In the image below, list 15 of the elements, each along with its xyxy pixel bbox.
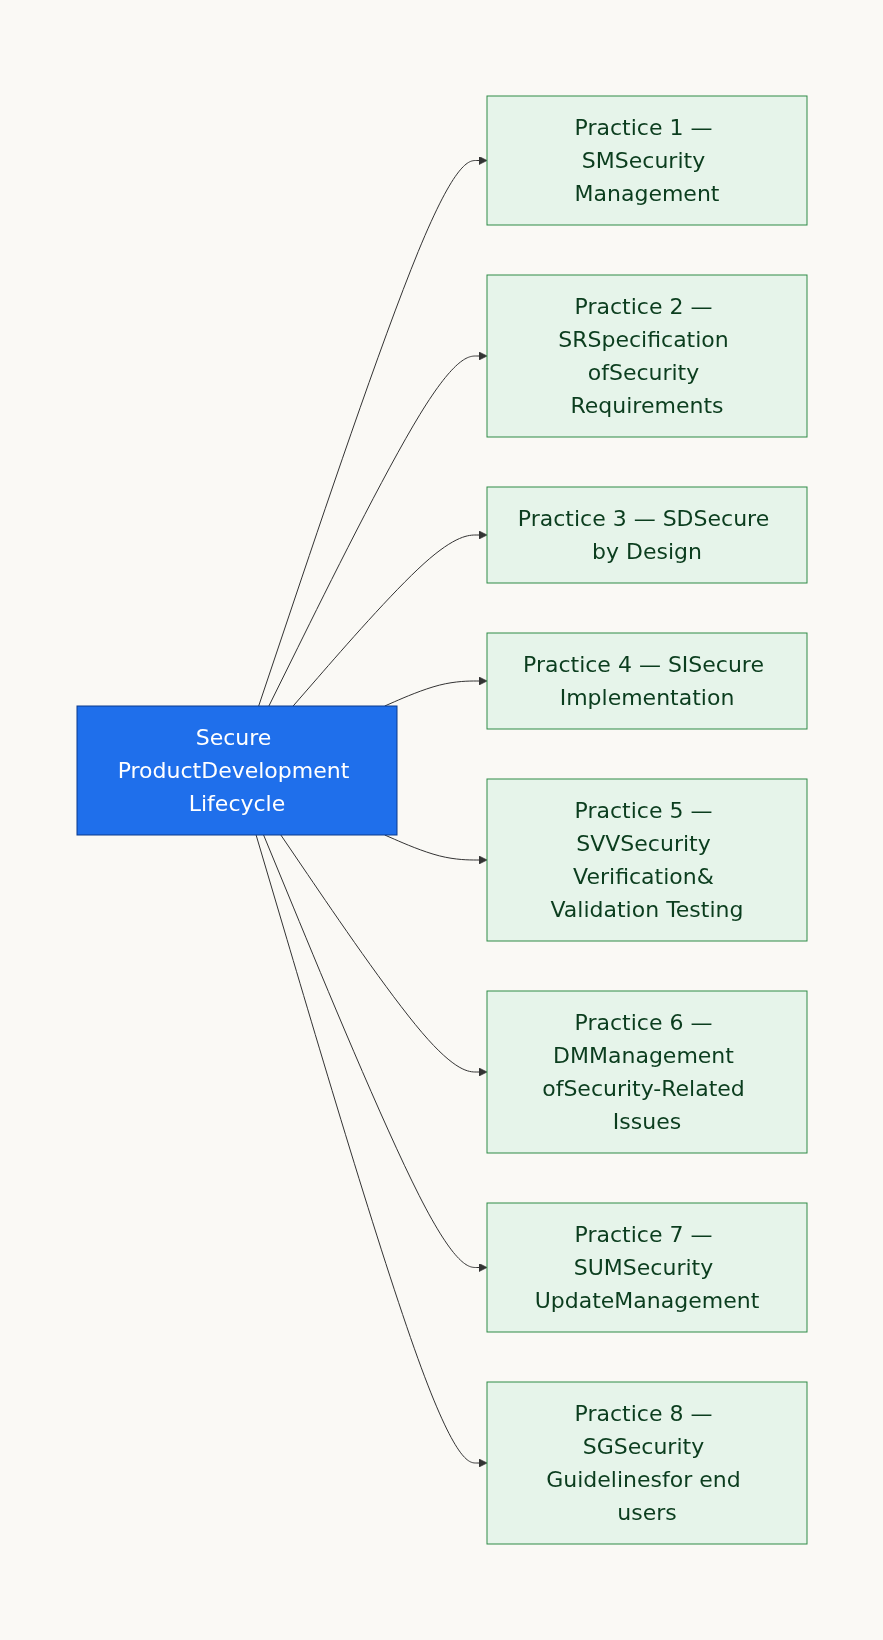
node-box: Practice 1 — SMSecurity Management: [486, 95, 807, 226]
node-box: Practice 8 — SGSecurity Guidelinesfor end users: [486, 1381, 807, 1545]
node-box: Practice 7 — SUMSecurity UpdateManagement: [486, 1202, 807, 1333]
node-box: Practice 4 — SISecure Implementation: [486, 632, 807, 730]
node-box: Practice 6 — DMManagement ofSecurity-Related Issues: [486, 990, 807, 1154]
arrow: [257, 156, 487, 707]
node-box: Practice 5 — SVVSecurity Verification& Validation Testing: [486, 778, 807, 942]
arrow: [255, 834, 487, 1468]
node-box: Secure ProductDevelopment Lifecycle: [76, 705, 397, 836]
arrow: [292, 530, 487, 707]
node-box: Practice 3 — SDSecure by Design: [486, 486, 807, 584]
node-box: Practice 2 — SRSpecification ofSecurity Requirements: [486, 274, 807, 438]
arrow: [267, 351, 487, 707]
arrow: [279, 834, 487, 1077]
arrow: [262, 834, 487, 1272]
